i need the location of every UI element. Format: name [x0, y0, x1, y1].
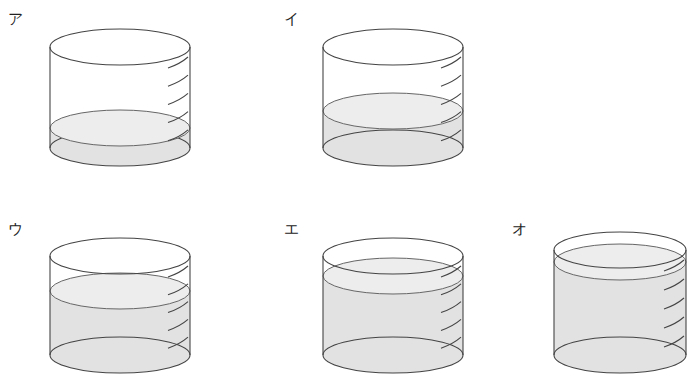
beaker-wall	[685, 250, 686, 355]
beaker-wall	[189, 47, 190, 148]
option-label: イ	[284, 12, 299, 27]
scale-mark	[168, 266, 188, 277]
scale-mark	[441, 266, 461, 277]
scale-mark	[168, 337, 188, 348]
scale-mark	[168, 75, 188, 86]
beaker	[323, 238, 463, 373]
scale-mark	[664, 317, 684, 328]
scale-mark	[441, 75, 461, 86]
beaker-wall	[49, 47, 50, 148]
option-label: オ	[512, 222, 527, 237]
beaker-base	[554, 337, 686, 373]
beaker	[50, 238, 190, 373]
beaker-wall	[462, 47, 463, 148]
scale-mark	[441, 93, 461, 104]
scale-mark	[168, 319, 188, 330]
scale-mark	[441, 302, 461, 313]
beaker-base	[50, 337, 190, 373]
scale-mark	[168, 284, 188, 295]
scale-mark	[168, 57, 188, 68]
scale-mark	[168, 112, 188, 123]
option-label: ウ	[8, 222, 23, 237]
beaker-rim	[323, 238, 463, 274]
scale-mark	[168, 302, 188, 313]
beaker-rim	[554, 232, 686, 268]
scale-mark	[441, 57, 461, 68]
beaker-base	[323, 337, 463, 373]
beaker-wall	[49, 256, 50, 355]
beaker-wall	[189, 256, 190, 355]
scale-mark	[664, 260, 684, 271]
beaker-rim	[50, 29, 190, 65]
beaker-rim	[50, 238, 190, 274]
beaker-base	[323, 130, 463, 166]
beaker-wall	[553, 250, 554, 355]
liquid-surface	[323, 258, 463, 294]
scale-mark	[441, 130, 461, 141]
scale-mark	[664, 298, 684, 309]
beaker-wall	[462, 256, 463, 355]
scale-mark	[168, 93, 188, 104]
beaker	[323, 29, 463, 166]
scale-mark	[441, 112, 461, 123]
option-label: ア	[8, 12, 23, 27]
beaker-wall	[322, 256, 323, 355]
beaker-wall	[322, 47, 323, 148]
option-label: エ	[284, 222, 299, 237]
beaker	[554, 232, 686, 373]
scale-mark	[441, 337, 461, 348]
scale-mark	[664, 336, 684, 347]
liquid-surface	[554, 244, 686, 280]
liquid-surface	[323, 93, 463, 129]
liquid-surface	[50, 273, 190, 309]
beaker	[50, 29, 190, 166]
beaker-rim	[323, 29, 463, 65]
scale-mark	[664, 279, 684, 290]
scale-mark	[168, 130, 188, 141]
liquid-surface	[50, 110, 190, 146]
scale-mark	[441, 284, 461, 295]
scale-mark	[441, 319, 461, 330]
